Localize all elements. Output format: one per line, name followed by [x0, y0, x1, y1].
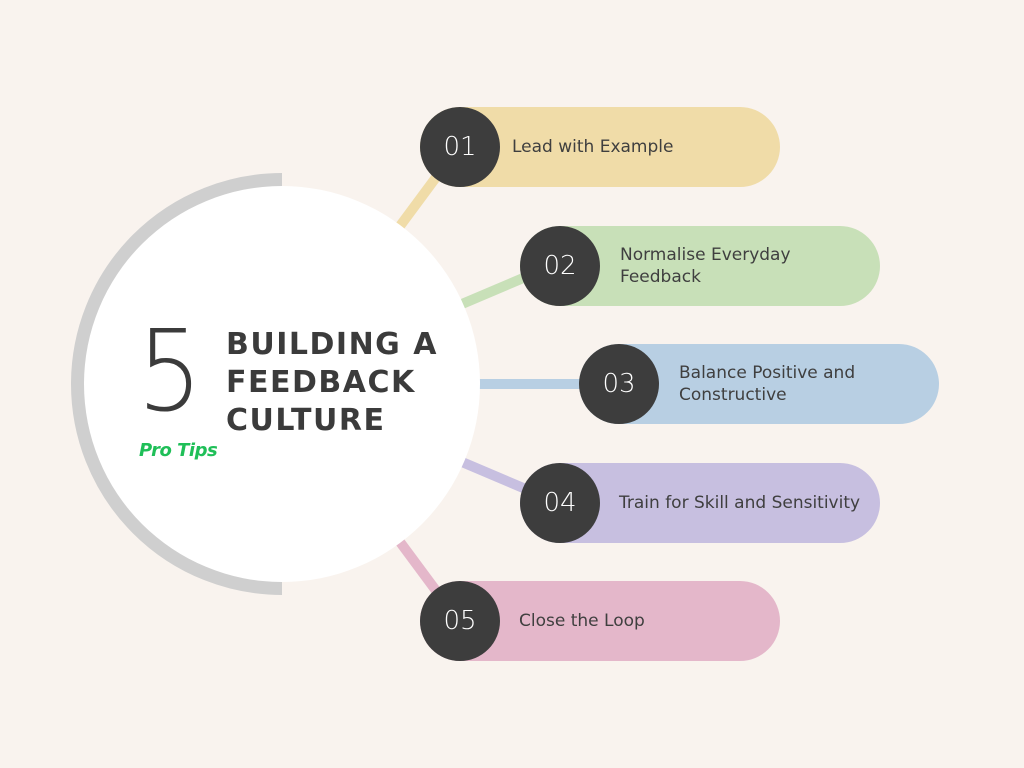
pro-tips-label: Pro Tips [139, 440, 218, 461]
tip-03: 03 Balance Positive and Constructive [579, 344, 939, 424]
tip-02: 02 Normalise Everyday Feedback [520, 226, 880, 306]
headline-line-3: CULTURE [226, 403, 386, 438]
tip-02-number: 02 [520, 226, 600, 306]
tip-05: 05 Close the Loop [420, 581, 780, 661]
tip-03-number: 03 [579, 344, 659, 424]
tip-05-number: 05 [420, 581, 500, 661]
connector-05 [395, 539, 445, 599]
tips-count: 5 [137, 307, 203, 437]
headline-line-1: BUILDING A [226, 327, 438, 362]
connector-01 [395, 169, 445, 229]
headline: BUILDING A FEEDBACK CULTURE [226, 326, 456, 440]
connector-02 [460, 271, 530, 309]
tip-01-number: 01 [420, 107, 500, 187]
headline-line-2: FEEDBACK [226, 365, 416, 400]
tip-01: 01 Lead with Example [420, 107, 780, 187]
tip-01-label: Lead with Example [512, 137, 674, 157]
tip-05-label: Close the Loop [519, 611, 645, 631]
tip-04-number: 04 [520, 463, 600, 543]
tip-03-label: Balance Positive and Constructive [679, 363, 856, 405]
connector-04 [460, 457, 530, 495]
tip-02-label: Normalise Everyday Feedback [620, 245, 791, 287]
hub-circle [84, 186, 480, 582]
tip-04: 04 Train for Skill and Sensitivity [520, 463, 880, 543]
tip-04-label: Train for Skill and Sensitivity [619, 493, 861, 513]
